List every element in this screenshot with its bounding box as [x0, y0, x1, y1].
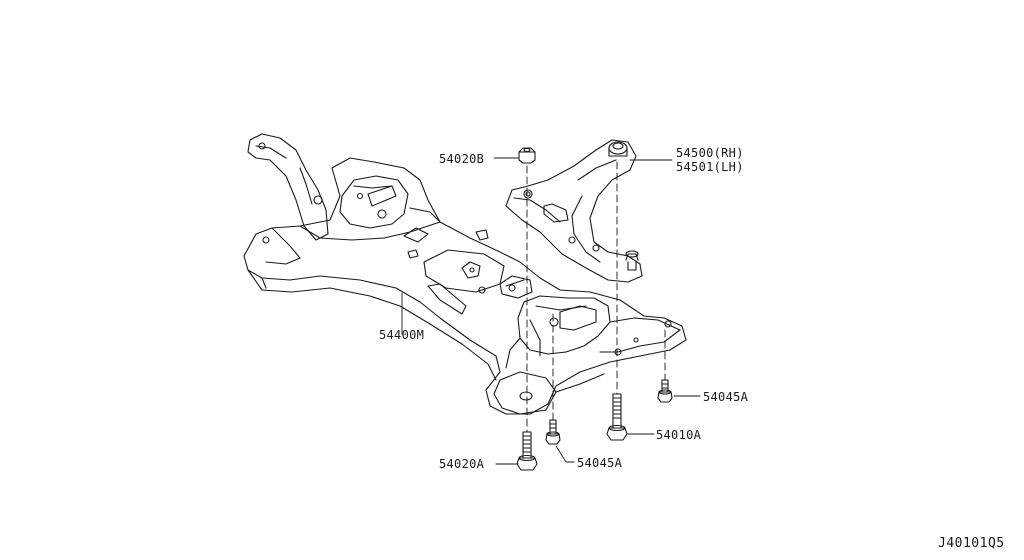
- label-arm-lh: 54501(LH): [676, 160, 744, 174]
- diagram-code: J40101Q5: [938, 536, 1005, 551]
- bolt-54010a: [606, 393, 628, 441]
- leader-lines: [401, 157, 701, 465]
- label-bolt-small-center: 54045A: [577, 456, 623, 470]
- suspension-member: [243, 133, 687, 415]
- label-bolt-large: 54020A: [439, 457, 485, 471]
- bolt-54020a: [516, 431, 538, 471]
- label-member: 54400M: [379, 328, 425, 342]
- nut-54020b: [518, 147, 536, 164]
- label-arm-rh: 54500(RH): [676, 146, 744, 160]
- assembly-lines: [526, 161, 666, 433]
- transverse-link: [505, 139, 643, 283]
- label-bolt-small-right: 54045A: [703, 390, 749, 404]
- bolt-54045a-center: [545, 419, 561, 445]
- label-nut: 54020B: [439, 152, 485, 166]
- bolt-54045a-right: [657, 379, 673, 403]
- label-bolt-long: 54010A: [656, 428, 702, 442]
